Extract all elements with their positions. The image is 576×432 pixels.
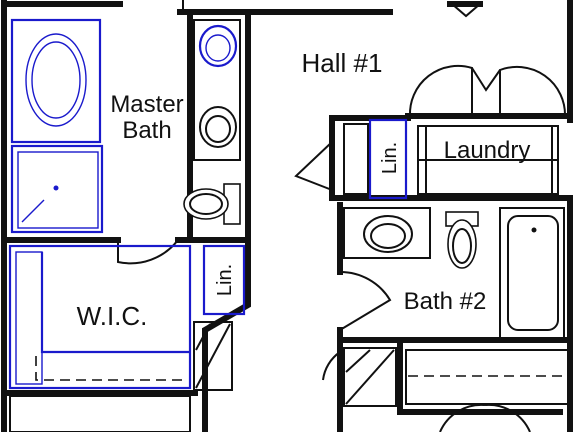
- shower-icon: [10, 144, 104, 234]
- bathtub-icon: [499, 207, 565, 339]
- laundry-area: [343, 118, 559, 200]
- hall-label: Hall #1: [302, 48, 383, 78]
- bath2-fixtures: [343, 207, 565, 339]
- master-bath-fixtures: [10, 18, 241, 234]
- walk-in-closet: [8, 244, 246, 391]
- vanity-icon: [343, 207, 431, 259]
- linen-label: Lin.: [214, 264, 236, 296]
- linen-closet-wic: [202, 244, 246, 316]
- sink-icon: [199, 106, 237, 148]
- vanity-icon: [193, 19, 241, 161]
- linen-closet-hall: [368, 118, 408, 200]
- wic-label: W.I.C.: [77, 301, 148, 331]
- linen-label: Lin.: [379, 142, 401, 174]
- lower-area: [9, 347, 569, 432]
- laundry-label: Laundry: [444, 137, 531, 164]
- master-bath-label: Bath: [122, 117, 171, 144]
- bathtub-icon: [10, 18, 102, 144]
- sink-icon: [198, 24, 238, 68]
- bath2-label: Bath #2: [404, 288, 487, 315]
- master-bath-label: Master: [110, 91, 183, 118]
- sink-icon: [363, 215, 413, 253]
